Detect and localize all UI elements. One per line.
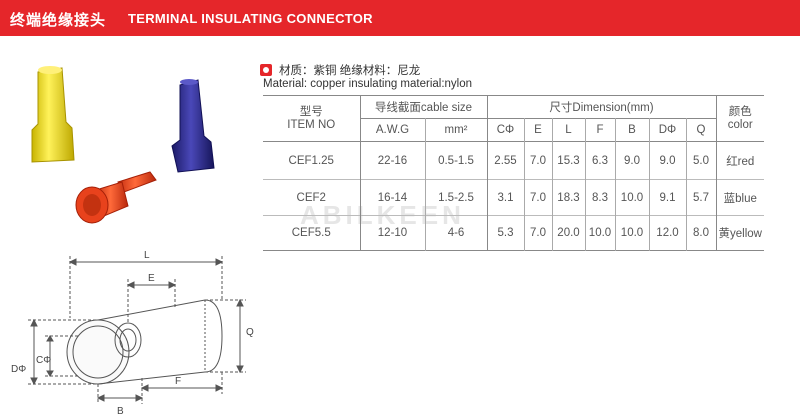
title-en: TERMINAL INSULATING CONNECTOR [128,11,373,26]
cell-b: 10.0 [615,179,650,216]
header-mm2: mm² [425,118,488,142]
yellow-connector-image [31,66,75,163]
dim-label-Q: Q [246,327,254,338]
cell-l: 20.0 [552,215,586,251]
cell-f: 6.3 [585,141,616,180]
dim-label-B: B [117,406,124,417]
dim-label-L: L [144,250,150,261]
header-dimension: 尺寸Dimension(mm) [487,95,717,119]
header-cable-size: 导线截面cable size [360,95,488,119]
cell-d: 9.1 [649,179,687,216]
cell-e: 7.0 [524,141,553,180]
spec-table: 型号 ITEM NO 导线截面cable size 尺寸Dimension(mm… [263,95,764,251]
red-connector-image [75,171,157,224]
cell-c: 5.3 [487,215,525,251]
table-row: CEF2 16-14 1.5-2.5 3.1 7.0 18.3 8.3 10.0… [263,179,764,216]
header-color: 颜色 color [716,95,764,142]
header-color-cn: 颜色 [728,105,752,118]
cell-item: CEF5.5 [263,215,361,251]
cell-mm2: 4-6 [425,215,488,251]
cell-awg: 22-16 [360,141,426,180]
header-item-cn: 型号 [299,105,323,118]
header-item-no: 型号 ITEM NO [263,95,361,142]
dimension-diagram [28,256,246,404]
cell-f: 10.0 [585,215,616,251]
material-en: Material: copper insulating material:nyl… [263,78,473,90]
header-dim-q: Q [686,118,717,142]
header-dim-l: L [552,118,586,142]
header-color-en: color [727,118,753,131]
cell-awg: 16-14 [360,179,426,216]
table-row: CEF5.5 12-10 4-6 5.3 7.0 20.0 10.0 10.0 … [263,215,764,251]
title-cn: 终端绝缘接头 [10,12,107,29]
cell-q: 8.0 [686,215,717,251]
cell-b: 10.0 [615,215,650,251]
cell-c: 2.55 [487,141,525,180]
cell-c: 3.1 [487,179,525,216]
cell-d: 9.0 [649,141,687,180]
cell-item: CEF1.25 [263,141,361,180]
header-dim-d: DΦ [649,118,687,142]
cell-e: 7.0 [524,179,553,216]
header-dim-b: B [615,118,650,142]
header-dim-f: F [585,118,616,142]
title-bar: 终端绝缘接头 TERMINAL INSULATING CONNECTOR [0,0,800,36]
cell-e: 7.0 [524,215,553,251]
blue-connector-image [171,79,215,173]
cell-awg: 12-10 [360,215,426,251]
header-dim-e: E [524,118,553,142]
header-item-en: ITEM NO [287,118,336,131]
cell-color: 黄yellow [718,228,762,240]
cell-f: 8.3 [585,179,616,216]
cell-q: 5.7 [686,179,717,216]
cell-l: 18.3 [552,179,586,216]
cell-mm2: 0.5-1.5 [425,141,488,180]
cell-color: 红red [726,155,755,168]
cell-l: 15.3 [552,141,586,180]
bullet-icon [260,64,272,76]
cell-item: CEF2 [263,179,361,216]
cell-color: 蓝blue [723,192,757,205]
material-cn: 材质：紫铜 绝缘材料：尼龙 [279,65,421,77]
dim-label-E: E [148,273,155,284]
header-dim-c: CΦ [487,118,525,142]
dim-label-C: CΦ [36,355,51,366]
header-awg: A.W.G [360,118,426,142]
table-row: CEF1.25 22-16 0.5-1.5 2.55 7.0 15.3 6.3 … [263,141,764,180]
cell-mm2: 1.5-2.5 [425,179,488,216]
cell-d: 12.0 [649,215,687,251]
dim-label-F: F [175,376,181,387]
cell-q: 5.0 [686,141,717,180]
dim-label-D: DΦ [11,364,26,375]
cell-b: 9.0 [615,141,650,180]
